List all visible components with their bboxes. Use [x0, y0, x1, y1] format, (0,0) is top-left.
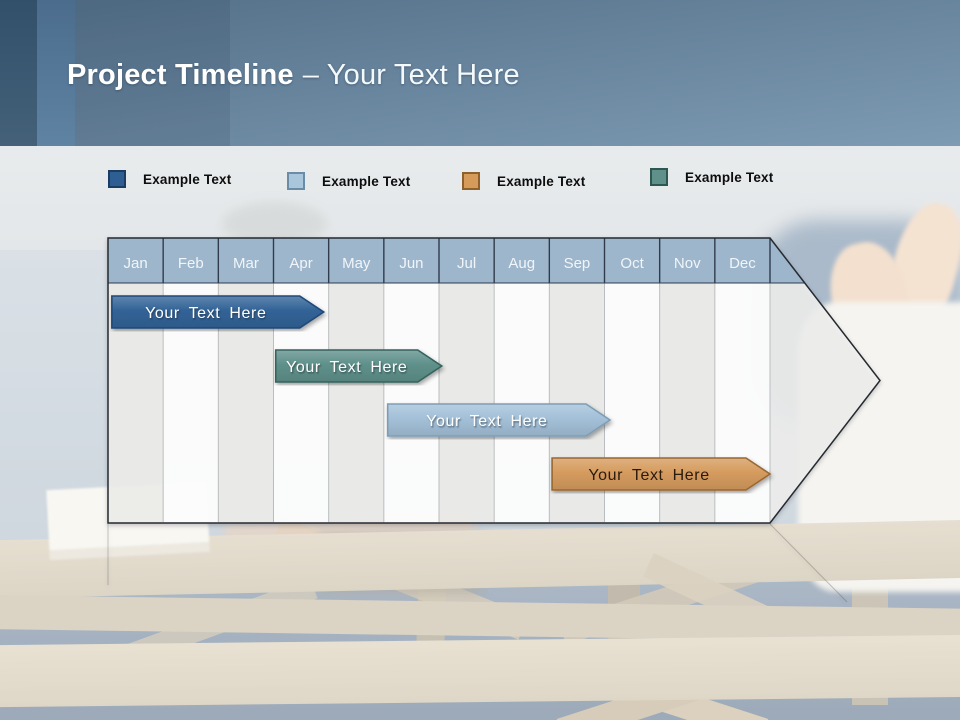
title-sub: – Your Text Here: [302, 59, 520, 91]
month-label: Aug: [508, 255, 535, 272]
month-label: Apr: [289, 255, 312, 272]
legend-item-2[interactable]: Example Text: [287, 172, 410, 190]
gantt-bar-task-2[interactable]: [274, 349, 444, 383]
column-stripe: [494, 283, 550, 523]
legend-item-1[interactable]: Example Text: [108, 170, 231, 188]
slide-title[interactable]: Project Timeline– Your Text Here: [67, 59, 520, 92]
month-label: Nov: [674, 255, 701, 272]
month-label: Jan: [123, 255, 147, 272]
legend-swatch: [108, 170, 126, 188]
month-label: Oct: [620, 255, 644, 272]
legend-label: Example Text: [685, 169, 774, 185]
column-stripe: [328, 283, 384, 523]
month-label: Jul: [457, 255, 476, 272]
header-stripe-dark: [0, 0, 37, 146]
column-stripe: [383, 283, 439, 523]
chart-outline[interactable]: [107, 237, 881, 524]
month-label: Mar: [233, 255, 259, 272]
legend: Example Text Example Text Example Text E…: [0, 166, 960, 194]
legend-item-4[interactable]: Example Text: [650, 168, 773, 186]
gantt-bar-label: Your Text Here: [426, 413, 547, 430]
arrow-tip-region: [770, 283, 880, 523]
header-bottom-edge: [0, 146, 960, 150]
title-main: Project Timeline: [67, 59, 294, 91]
reflection-line: [769, 523, 848, 603]
month-label: Dec: [729, 255, 756, 272]
gantt-bar-task-3[interactable]: [386, 403, 612, 437]
gantt-bar-task-1[interactable]: [111, 295, 326, 329]
slide-header: [0, 0, 960, 146]
legend-item-3[interactable]: Example Text: [462, 172, 585, 190]
gantt-bar-label: Your Text Here: [145, 305, 266, 322]
month-label: Jun: [399, 255, 423, 272]
header-stripe-medium: [37, 0, 75, 146]
header-stripe-light: [75, 0, 230, 146]
legend-label: Example Text: [497, 173, 586, 189]
legend-label: Example Text: [143, 171, 232, 187]
gantt-bar-label: Your Text Here: [588, 467, 709, 484]
gantt-bar-task-4[interactable]: [551, 457, 772, 491]
month-label: May: [342, 255, 371, 272]
column-stripe: [439, 283, 495, 523]
month-label: Sep: [564, 255, 591, 272]
gantt-bar-label: Your Text Here: [286, 359, 407, 376]
month-header-band: [108, 238, 805, 283]
month-label: Feb: [178, 255, 204, 272]
legend-swatch: [462, 172, 480, 190]
legend-label: Example Text: [322, 173, 411, 189]
legend-swatch: [650, 168, 668, 186]
legend-swatch: [287, 172, 305, 190]
